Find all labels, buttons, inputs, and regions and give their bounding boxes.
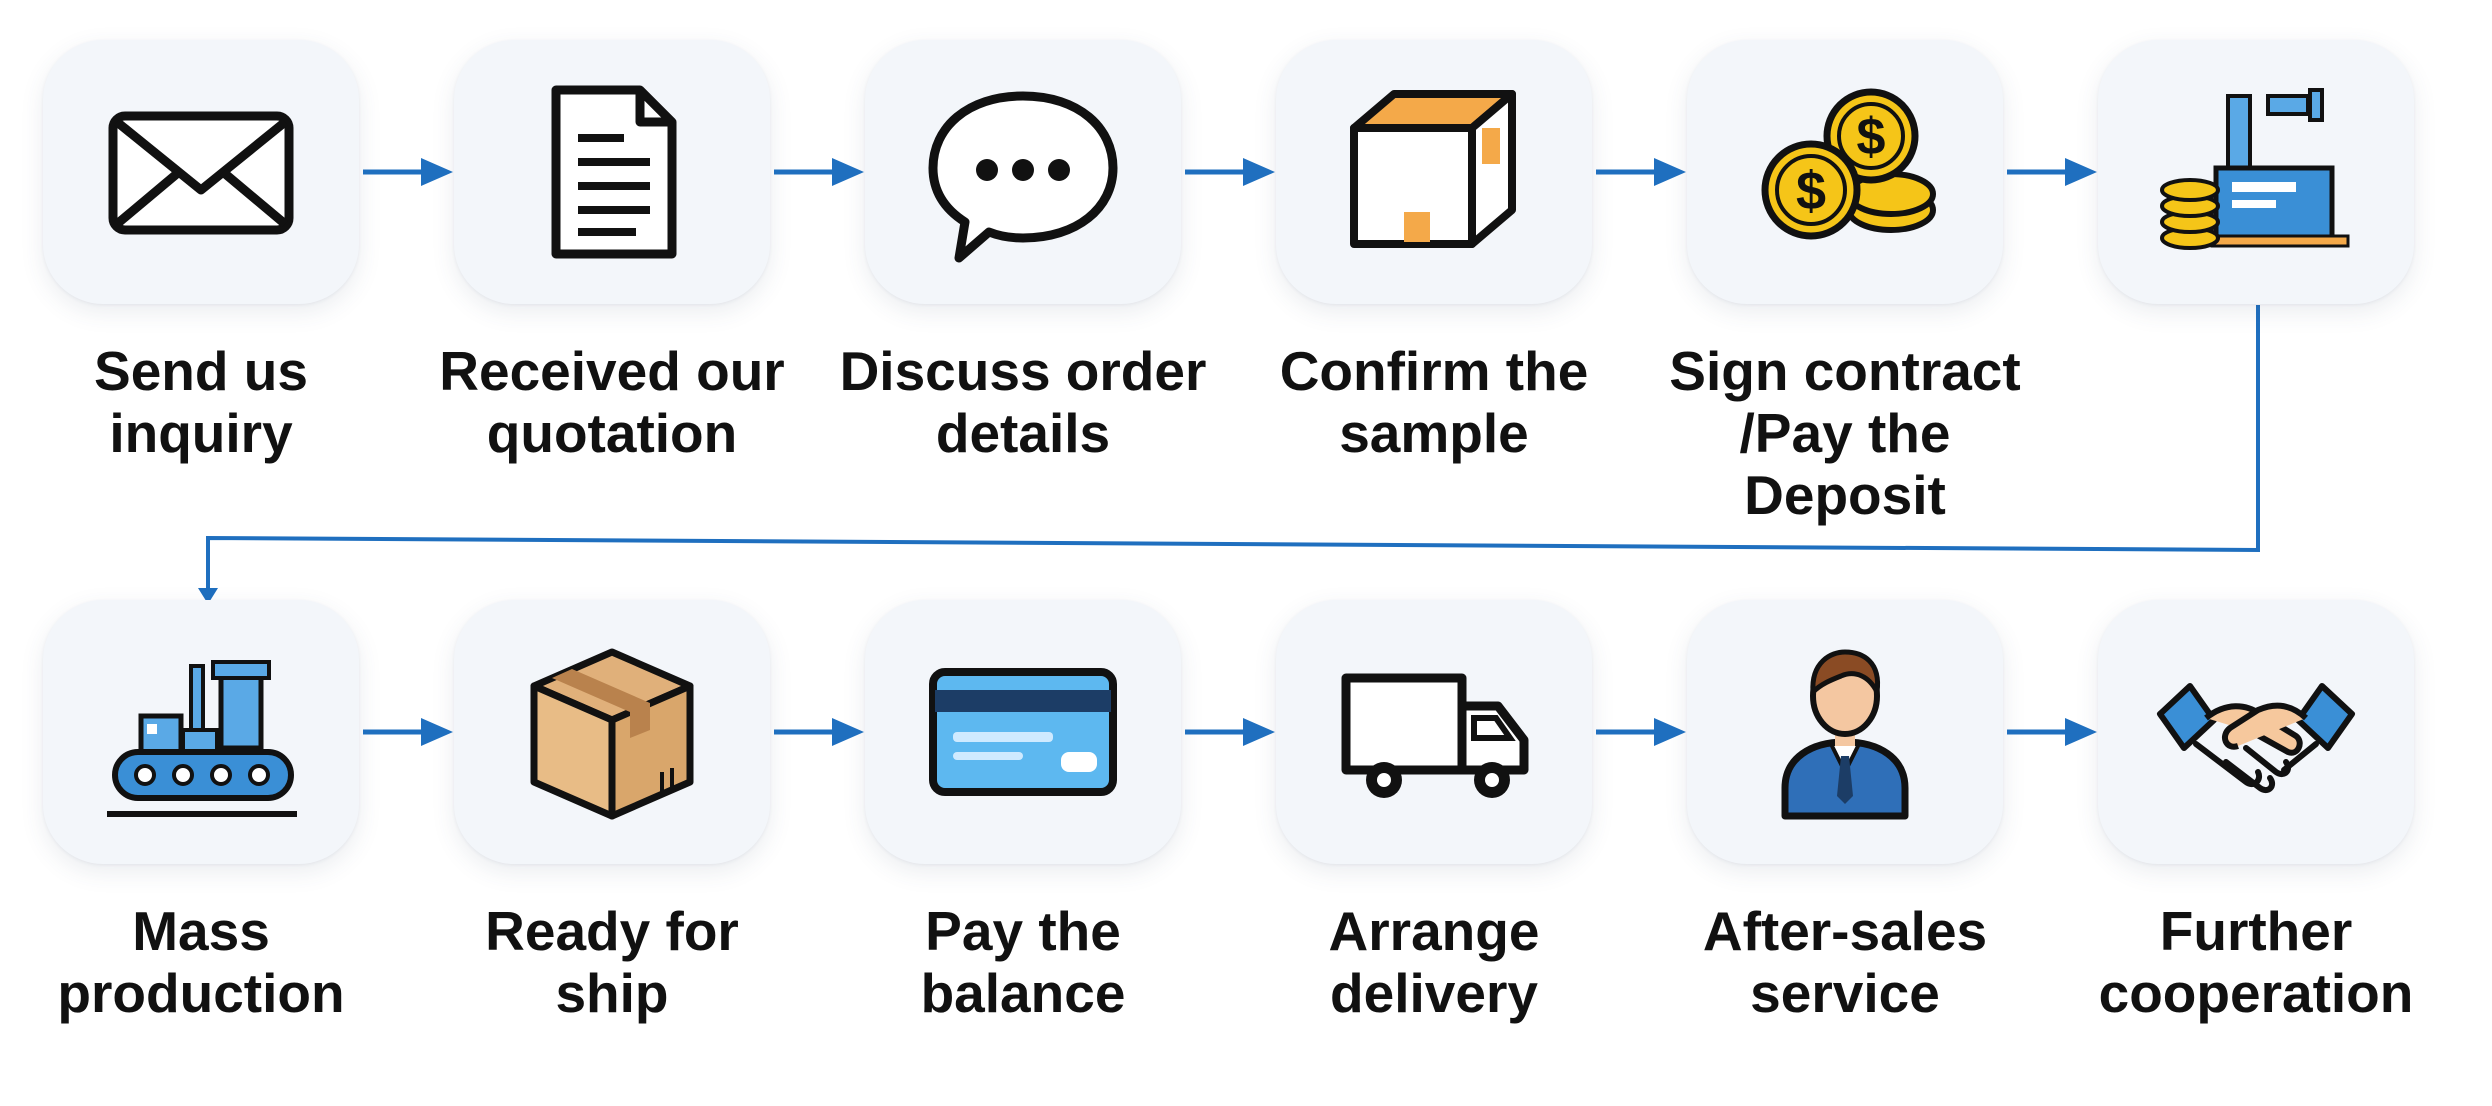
step-tile — [1276, 600, 1592, 864]
step-label-line: Confirm the — [1279, 340, 1589, 402]
step-tile — [865, 40, 1181, 304]
step-label-line: delivery — [1330, 962, 1538, 1024]
svg-text:$: $ — [1857, 108, 1886, 166]
flow-arrow — [774, 158, 864, 186]
document-icon — [551, 85, 677, 259]
machine-coins-icon — [2160, 88, 2350, 250]
step-label-line: Arrange — [1328, 900, 1540, 962]
truck-icon — [1341, 673, 1529, 798]
step-label-line: /Pay the — [1739, 402, 1951, 464]
step-tile — [454, 600, 770, 864]
step-tile — [43, 600, 359, 864]
flow-arrow — [1185, 158, 1275, 186]
step-label-line: details — [935, 402, 1111, 464]
chat-bubble-icon — [928, 91, 1118, 263]
flow-arrow — [1596, 158, 1686, 186]
step-tile — [1276, 40, 1592, 304]
step-label-line: Further — [2159, 900, 2353, 962]
step-label-line: Send us — [94, 340, 308, 402]
flow-arrow — [1185, 718, 1275, 746]
step-tile — [2098, 600, 2414, 864]
flow-arrow — [774, 718, 864, 746]
step-label-line: Pay the — [925, 900, 1121, 962]
step-tile — [454, 40, 770, 304]
step-label-line: Received our — [439, 340, 785, 402]
flow-arrow — [1596, 718, 1686, 746]
step-label-line: Deposit — [1744, 464, 1946, 526]
flow-arrow — [2007, 718, 2097, 746]
step-label-line: service — [1750, 962, 1940, 1024]
coins-icon: $ $ — [1761, 88, 1936, 240]
step-label-line: After-sales — [1702, 900, 1988, 962]
factory-conveyor-icon — [107, 660, 297, 817]
svg-text:$: $ — [1796, 161, 1826, 221]
step-label-line: balance — [920, 962, 1126, 1024]
service-person-icon — [1781, 649, 1909, 820]
step-label-line: cooperation — [2098, 962, 2414, 1024]
step-label-line: ship — [555, 962, 669, 1024]
package-icon — [530, 648, 694, 820]
handshake-icon — [2157, 683, 2355, 794]
box-icon — [1350, 90, 1516, 248]
flow-arrow — [2007, 158, 2097, 186]
step-label-line: production — [57, 962, 345, 1024]
step-label-line: inquiry — [109, 402, 293, 464]
flow-arrow — [363, 158, 453, 186]
step-tile — [865, 600, 1181, 864]
step-label-line: sample — [1339, 402, 1529, 464]
envelope-icon — [108, 111, 294, 235]
credit-card-icon — [929, 668, 1117, 796]
step-label-line: Mass — [132, 900, 270, 962]
step-tile: $ $ — [1687, 40, 2003, 304]
step-tile — [1687, 600, 2003, 864]
step-label-line: Discuss order — [839, 340, 1207, 402]
step-tile — [43, 40, 359, 304]
step-label-line: Ready for — [485, 900, 739, 962]
step-label-line: quotation — [486, 402, 738, 464]
step-tile — [2098, 40, 2414, 304]
flow-arrow — [363, 718, 453, 746]
step-label-line: Sign contract — [1669, 340, 2021, 402]
